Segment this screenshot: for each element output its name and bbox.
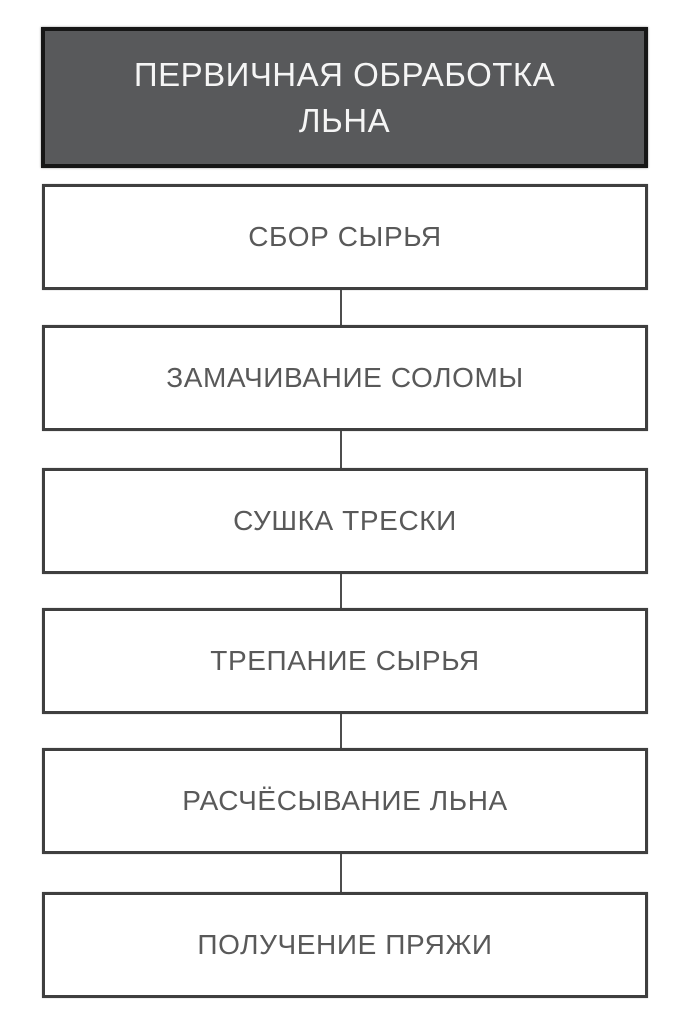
step-box-scutch-raw-material: ТРЕПАНИЕ СЫРЬЯ <box>42 608 648 714</box>
connector-line <box>340 574 342 608</box>
step-box-obtain-yarn: ПОЛУЧЕНИЕ ПРЯЖИ <box>42 892 648 998</box>
step-label: СУШКА ТРЕСКИ <box>233 505 457 536</box>
step-box-comb-flax: РАСЧЁСЫВАНИЕ ЛЬНА <box>42 748 648 854</box>
step-label: ПОЛУЧЕНИЕ ПРЯЖИ <box>197 929 493 960</box>
diagram-title: ПЕРВИЧНАЯ ОБРАБОТКА ЛЬНА <box>133 55 556 139</box>
diagram-title-box: ПЕРВИЧНАЯ ОБРАБОТКА ЛЬНА <box>41 27 648 168</box>
step-label: ТРЕПАНИЕ СЫРЬЯ <box>210 645 480 676</box>
step-box-collect-raw-material: СБОР СЫРЬЯ <box>42 184 648 290</box>
step-label: СБОР СЫРЬЯ <box>248 221 442 252</box>
connector-line <box>340 854 342 892</box>
step-label: ЗАМАЧИВАНИЕ СОЛОМЫ <box>166 362 524 393</box>
step-box-soak-straw: ЗАМАЧИВАНИЕ СОЛОМЫ <box>42 325 648 431</box>
step-box-dry-treska: СУШКА ТРЕСКИ <box>42 468 648 574</box>
step-label: РАСЧЁСЫВАНИЕ ЛЬНА <box>182 785 508 816</box>
connector-line <box>340 431 342 468</box>
connector-line <box>340 714 342 748</box>
connector-line <box>340 290 342 325</box>
